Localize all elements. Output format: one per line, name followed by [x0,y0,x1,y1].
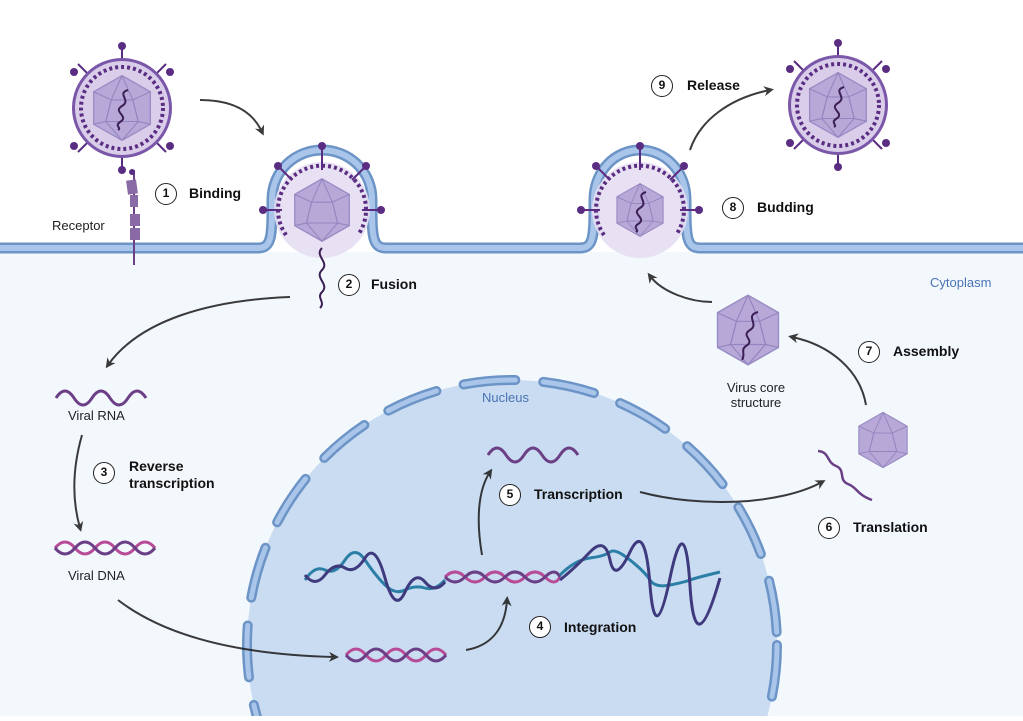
virus-core-label: Virus core structure [714,380,798,410]
step-6-badge: 6 [818,517,840,539]
arrow-assembly [788,333,867,406]
step-9-label: Release [687,77,740,93]
viral-rna-label: Viral RNA [68,408,125,423]
step-3-label: Reverse transcription [129,458,215,492]
virus-core-label-line2: structure [730,395,782,410]
arrow-transcription [477,468,493,556]
step-8-badge: 8 [722,197,744,219]
viral-dna-helix [53,540,157,556]
step-7-badge: 7 [858,341,880,363]
fusing-virus [259,142,385,309]
receptor-label: Receptor [52,218,105,233]
step-3-label-line2: transcription [129,475,215,491]
step-2-badge: 2 [338,274,360,296]
nucleus-label: Nucleus [482,390,529,405]
step-4-label: Integration [564,619,637,635]
step-7-label: Assembly [893,343,960,359]
arrow-binding-to-fusion [199,99,265,136]
step-4-badge: 4 [529,616,551,638]
arrow-release [689,86,774,151]
budding-virus [577,142,703,258]
step-1-badge: 1 [155,183,177,205]
host-dna-with-provirus [303,539,722,626]
translated-rna [817,449,873,502]
step-5-label: Transcription [534,486,623,502]
step-8-label: Budding [757,199,814,215]
step-6-label: Translation [853,519,928,535]
arrow-rna-to-dna [73,434,84,532]
released-virus-particle [786,39,890,171]
step-2-label: Fusion [371,276,417,292]
cell-membrane [0,144,1023,254]
free-virus-particle [70,42,174,174]
arrow-to-budding [647,272,713,303]
arrow-to-translation [639,480,826,504]
transcribed-rna-strand [486,446,580,464]
step-3-badge: 3 [93,462,115,484]
arrow-dna-to-nucleus [117,599,339,662]
nuclear-viral-dna-helix [344,647,448,663]
nucleus [242,375,782,721]
step-1-label: Binding [189,185,242,201]
step-9-badge: 9 [651,75,673,97]
flow-arrows [73,86,867,662]
virus-core-label-line1: Virus core [726,380,786,395]
cytoplasm-label: Cytoplasm [930,275,992,290]
arrow-fusion-to-rna [105,296,291,369]
viral-dna-label: Viral DNA [68,568,125,583]
step-5-badge: 5 [499,484,521,506]
step-3-label-line1: Reverse [129,458,184,474]
viral-rna-strand [54,389,148,407]
arrow-integration [465,596,512,651]
receptor [126,169,140,265]
virus-core-structure [716,294,780,366]
